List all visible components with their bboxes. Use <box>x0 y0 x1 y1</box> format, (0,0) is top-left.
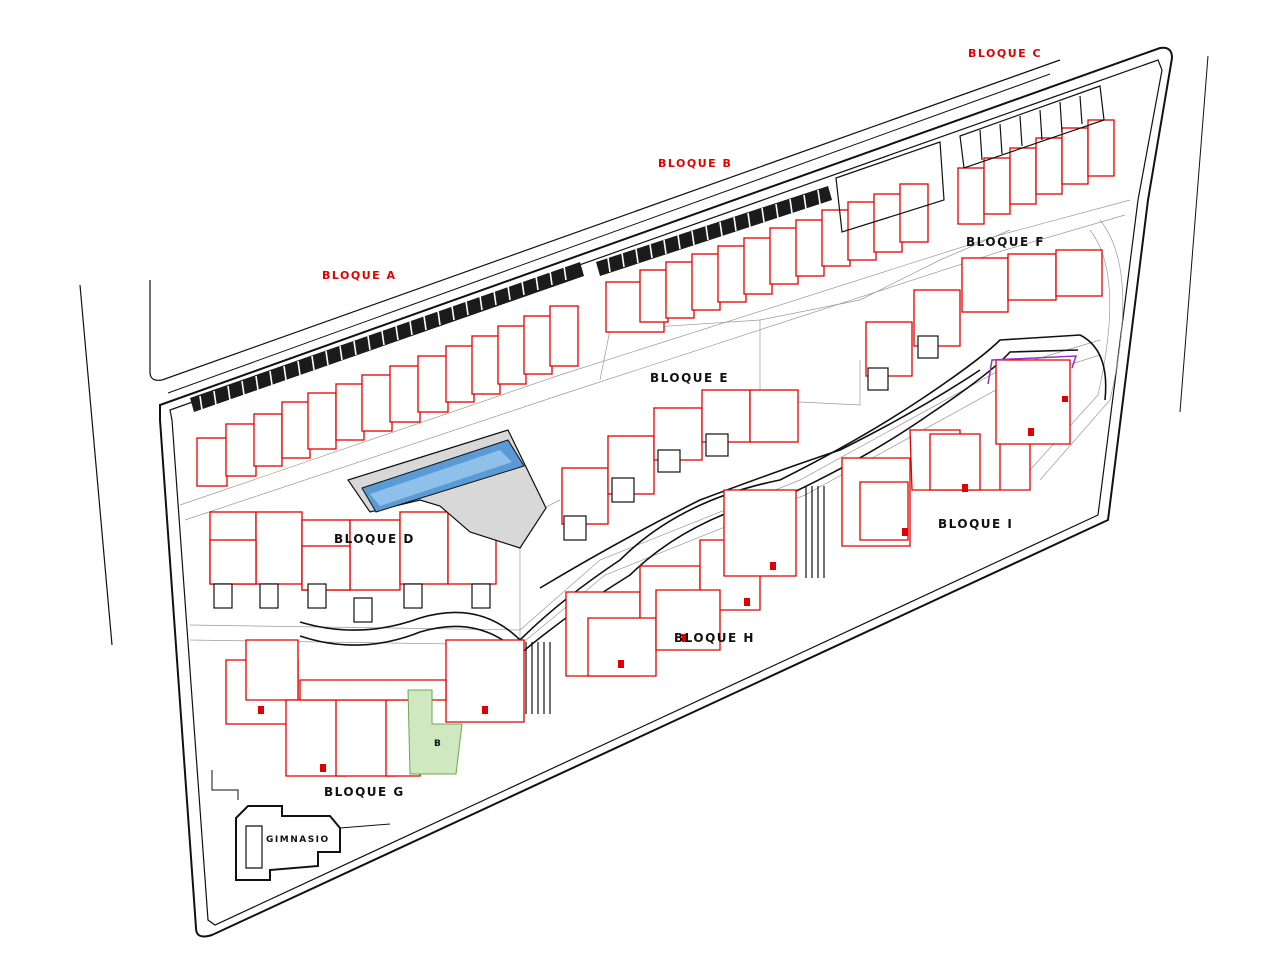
parking-strip-b <box>596 186 832 276</box>
green-area <box>407 689 463 775</box>
parking-strip-a <box>190 262 584 412</box>
units-bloque-i <box>841 359 1071 547</box>
units-bloque-b <box>605 183 929 333</box>
units-bloque-h <box>565 489 797 677</box>
units-bloque-g <box>225 639 525 777</box>
label-marker-b: B <box>434 739 442 749</box>
label-bloque-c: BLOQUE C <box>968 47 1042 60</box>
pool-area <box>347 429 547 549</box>
site-boundary <box>79 46 1209 938</box>
main-walkway <box>299 334 1107 656</box>
units-bloque-c <box>957 119 1115 225</box>
label-bloque-e: BLOQUE E <box>650 371 729 385</box>
label-bloque-f: BLOQUE F <box>966 235 1045 249</box>
label-bloque-h: BLOQUE H <box>674 631 755 645</box>
bloque-d-entries <box>213 583 491 623</box>
bloque-e-entries <box>563 335 939 541</box>
gym-building <box>235 805 341 881</box>
units-bloque-f <box>961 249 1103 313</box>
label-bloque-d: BLOQUE D <box>334 532 415 546</box>
label-bloque-b: BLOQUE B <box>658 157 732 170</box>
units-bloque-d <box>209 511 497 591</box>
stairs-i <box>805 486 825 578</box>
units-bloque-a <box>196 305 579 487</box>
bloque-c-parking <box>835 85 1105 233</box>
label-gimnasio: GIMNASIO <box>266 835 330 845</box>
label-bloque-i: BLOQUE I <box>938 517 1013 531</box>
label-bloque-g: BLOQUE G <box>324 785 405 799</box>
label-bloque-a: BLOQUE A <box>322 269 397 282</box>
gym-wall <box>211 770 391 829</box>
accent-outline <box>987 355 1078 385</box>
stairs-h <box>525 642 551 714</box>
